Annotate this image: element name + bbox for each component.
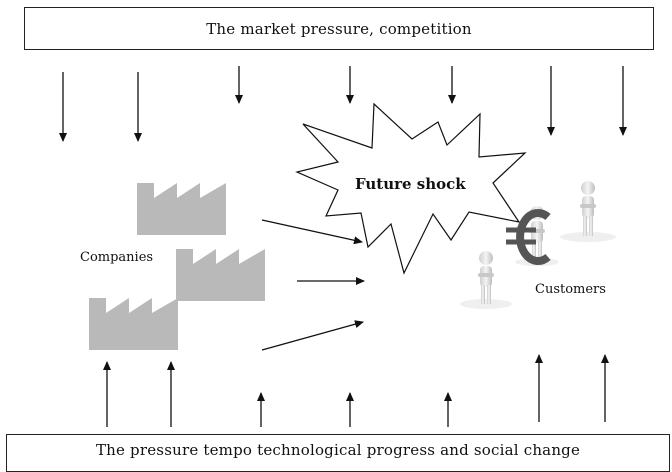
companies-label: Companies bbox=[80, 250, 154, 265]
future-shock-burst bbox=[295, 102, 527, 275]
tech-progress-text: The pressure tempo technological progres… bbox=[95, 441, 581, 459]
factory-icon bbox=[176, 249, 265, 301]
euro-icon bbox=[506, 209, 551, 265]
tech-progress-box: The pressure tempo technological progres… bbox=[6, 434, 670, 472]
factory-icon bbox=[137, 183, 226, 235]
market-pressure-box: The market pressure, competition bbox=[24, 7, 654, 50]
company-arrow bbox=[261, 219, 363, 245]
person-icon bbox=[560, 181, 616, 242]
company-arrows bbox=[261, 219, 365, 351]
factory-icon bbox=[89, 298, 178, 350]
future-shock-label: Future shock bbox=[355, 175, 466, 193]
company-arrow bbox=[261, 320, 364, 351]
customers-label: Customers bbox=[535, 282, 606, 297]
up-arrows bbox=[103, 354, 609, 427]
down-arrows bbox=[59, 66, 627, 142]
person-icon bbox=[460, 251, 512, 309]
market-pressure-text: The market pressure, competition bbox=[206, 19, 472, 38]
